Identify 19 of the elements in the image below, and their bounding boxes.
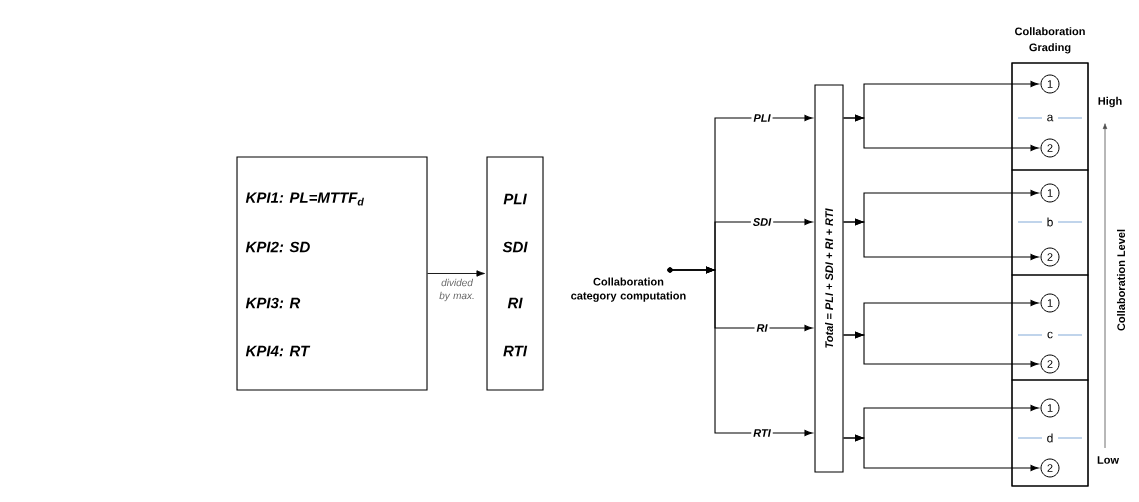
axis-label: High — [1096, 95, 1124, 109]
process-label: Collaboration category computation — [571, 277, 686, 302]
edge-label: RTI — [751, 427, 773, 439]
arrow — [667, 266, 813, 437]
axis-label: Collaboration Level — [1115, 227, 1127, 333]
edge-label: SDI — [750, 216, 774, 228]
arrow — [843, 331, 1039, 368]
kpi-box: KPI1: PL=MTTF$_{d}$ KPI2: SD KPI3: R KPI4: RT — [236, 156, 428, 391]
edge-label: divided by max. — [439, 278, 474, 302]
arrow — [427, 270, 485, 277]
arrow — [843, 114, 1039, 152]
edge-label: RI — [754, 322, 770, 334]
axis-label: Low — [1096, 455, 1120, 465]
total-bar: Total = PLI + SDI + RI + RTI — [814, 84, 844, 473]
arrow — [843, 434, 1039, 472]
arrow — [843, 218, 1039, 261]
index-box: PLI SDI RI RTI — [486, 156, 544, 391]
edge-label: PLI — [751, 112, 773, 124]
node-label: Collaboration Grading — [1015, 27, 1085, 54]
